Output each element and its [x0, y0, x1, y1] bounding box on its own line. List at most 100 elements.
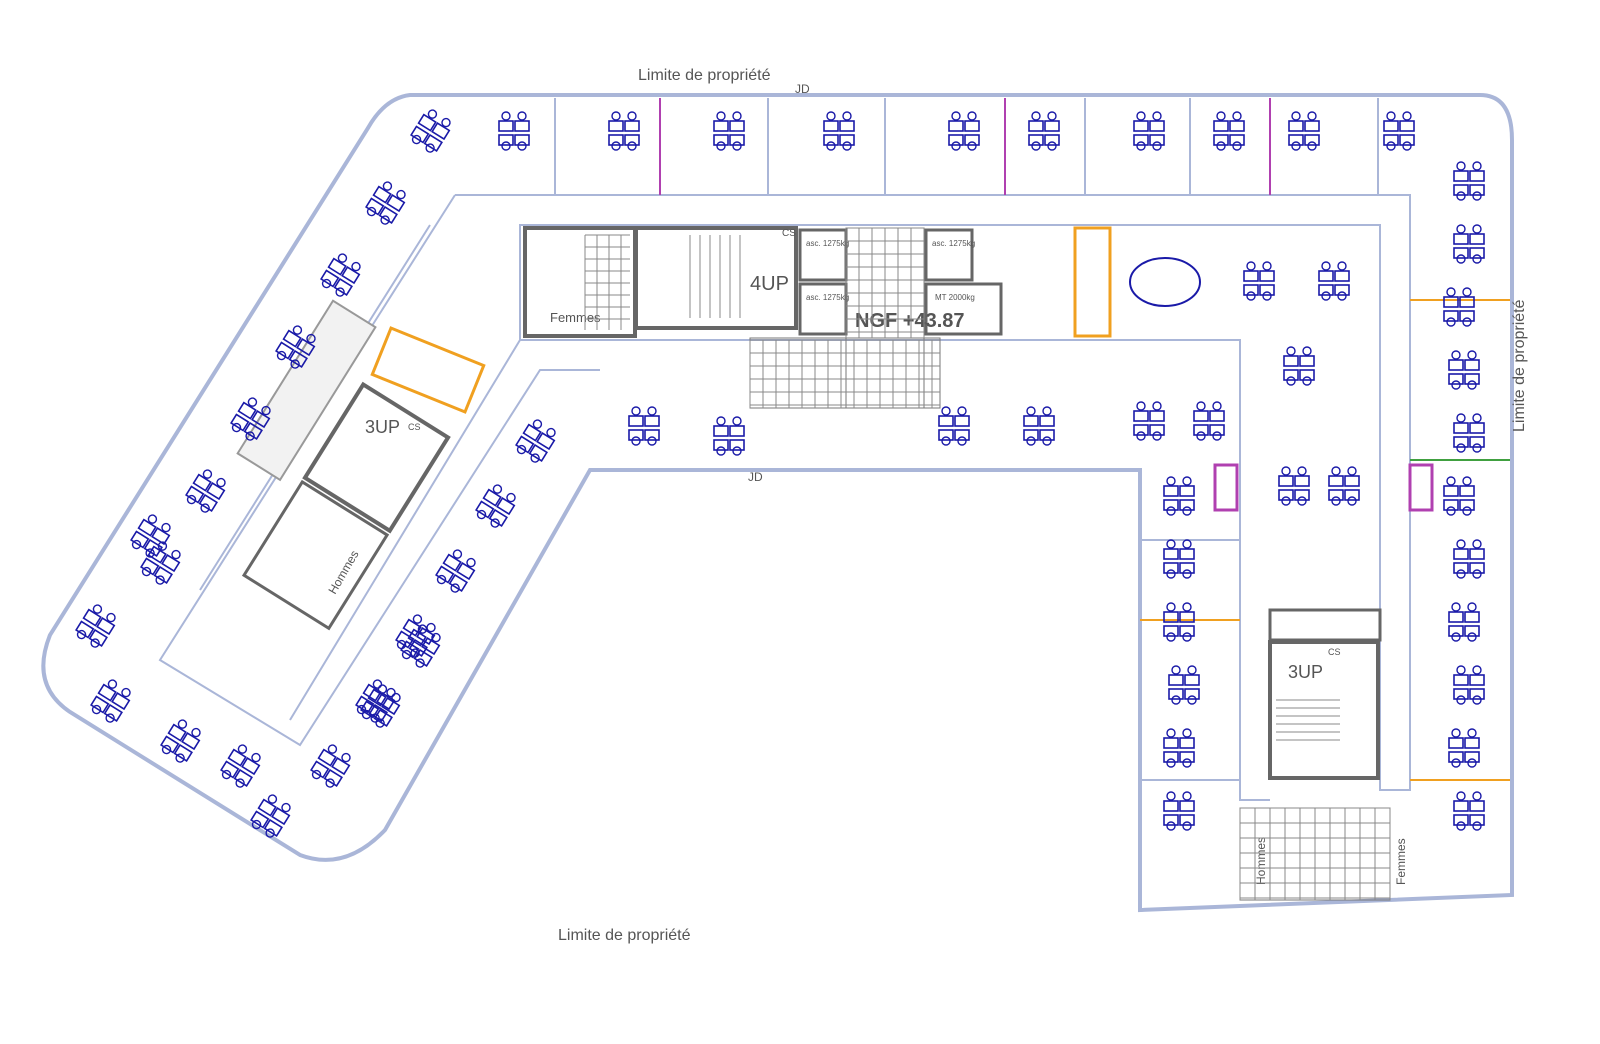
desk: [1469, 562, 1485, 574]
desk: [402, 618, 422, 637]
chair: [1456, 191, 1466, 201]
desk: [160, 735, 180, 754]
chair: [627, 111, 637, 121]
chair: [1472, 161, 1482, 171]
desk: [1243, 284, 1259, 296]
chair: [490, 518, 500, 528]
chair: [1446, 287, 1456, 297]
desk-cluster: [320, 253, 361, 297]
desk: [1163, 611, 1179, 623]
desk: [140, 557, 160, 576]
desk: [181, 732, 201, 751]
chair: [1467, 602, 1477, 612]
chair: [1182, 791, 1192, 801]
chair: [237, 744, 248, 754]
desk-cluster: [130, 514, 171, 558]
chair: [261, 405, 271, 416]
desk: [514, 134, 530, 146]
desk: [1448, 611, 1464, 623]
desk: [1453, 800, 1469, 812]
desk: [1328, 489, 1344, 501]
chair: [1166, 539, 1176, 549]
desk: [713, 134, 729, 146]
chair: [716, 111, 726, 121]
chair: [1451, 758, 1461, 768]
desk-cluster: [938, 406, 970, 446]
desk-cluster: [275, 325, 316, 369]
desk-cluster: [1278, 466, 1310, 506]
desk: [1344, 489, 1360, 501]
chair: [501, 141, 511, 151]
chair: [1386, 141, 1396, 151]
desk: [1133, 424, 1149, 436]
chair: [826, 111, 836, 121]
desk-cluster: [1443, 476, 1475, 516]
desk-cluster: [310, 744, 351, 788]
desk: [82, 608, 102, 627]
desk: [1453, 562, 1469, 574]
phone-booth: [1213, 463, 1239, 512]
desk: [713, 425, 729, 437]
chair: [1467, 380, 1477, 390]
desk: [192, 473, 212, 492]
chair: [1182, 821, 1192, 831]
desk: [608, 134, 624, 146]
chair: [732, 416, 742, 426]
desk: [251, 410, 271, 429]
chair: [1136, 111, 1146, 121]
desk: [1334, 270, 1350, 282]
atrium-void: [236, 299, 377, 482]
chair: [1182, 506, 1192, 516]
chair: [145, 548, 155, 558]
chair: [131, 539, 142, 550]
desk-cluster: [498, 111, 530, 151]
chair: [1456, 443, 1466, 453]
chair: [391, 692, 401, 703]
chair: [1216, 141, 1226, 151]
desk: [1044, 134, 1060, 146]
central-core: Femmes 4UP CS asc. 1275kg asc. 1275kg as…: [523, 226, 1003, 409]
chair: [647, 436, 657, 446]
stair-left-label: 3UP: [365, 417, 400, 437]
desk: [237, 401, 257, 420]
chair: [292, 325, 303, 335]
chair: [1331, 466, 1341, 476]
chair: [1047, 141, 1057, 151]
chair: [476, 509, 487, 520]
desk: [839, 134, 855, 146]
chair: [1446, 317, 1456, 327]
desk: [628, 429, 644, 441]
chair: [177, 719, 188, 729]
chair: [1291, 111, 1301, 121]
desk: [288, 349, 308, 369]
desk: [1179, 485, 1195, 497]
desk: [381, 697, 401, 716]
chair: [716, 446, 726, 456]
desk: [488, 508, 508, 528]
chair: [732, 446, 742, 456]
desk: [1443, 499, 1459, 511]
chair: [1182, 539, 1192, 549]
chair: [1307, 141, 1317, 151]
desk: [1453, 184, 1469, 196]
freight-lift-label: MT 2000kg: [935, 293, 975, 302]
desk: [1469, 800, 1485, 812]
desk: [271, 807, 291, 826]
chair: [1196, 401, 1206, 411]
desk: [1283, 355, 1299, 367]
desk: [1448, 373, 1464, 385]
desk: [482, 488, 502, 507]
chair: [321, 278, 332, 289]
chair: [1232, 141, 1242, 151]
chair: [1337, 291, 1347, 301]
desk: [227, 748, 247, 767]
desk: [1179, 548, 1195, 560]
right-core: 3UP CS Hommes Femmes: [1239, 608, 1408, 901]
stair-treads: [689, 235, 741, 318]
chair: [427, 109, 438, 119]
desk: [233, 768, 253, 788]
desk: [1299, 369, 1315, 381]
desk: [498, 120, 514, 132]
desk: [954, 415, 970, 427]
